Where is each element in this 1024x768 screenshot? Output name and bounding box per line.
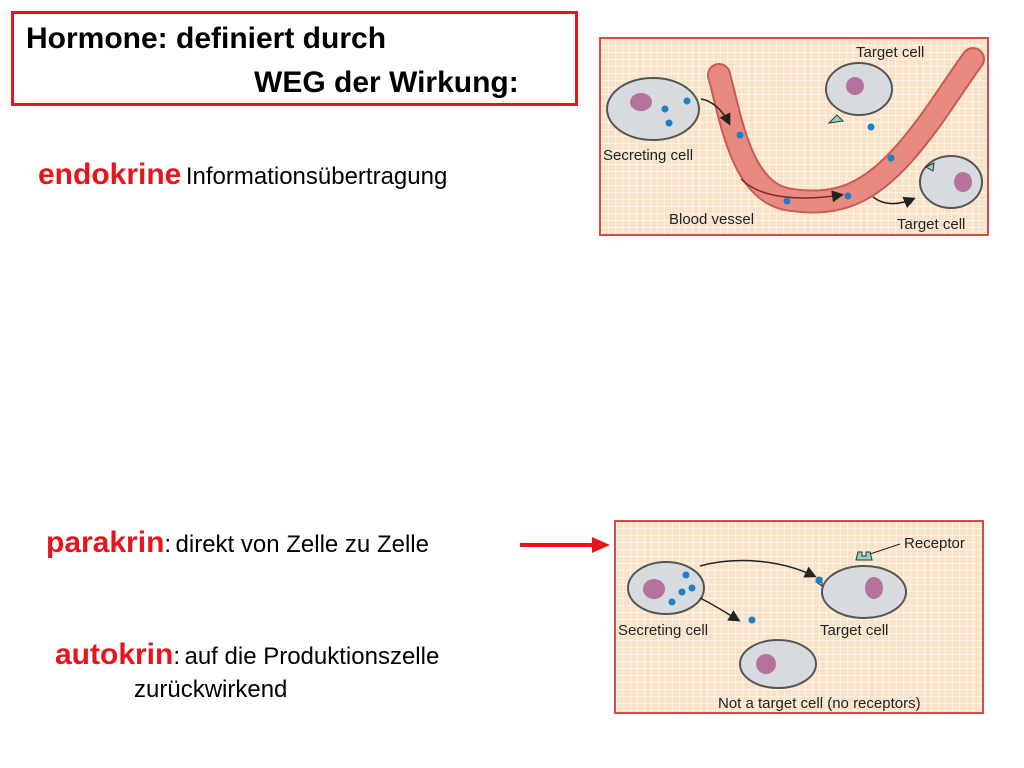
label-not-target-cell: Not a target cell (no receptors) — [718, 695, 921, 712]
label-target-cell: Target cell — [820, 622, 888, 639]
autocrine-keyword: autokrin — [55, 638, 174, 671]
autocrine-term: autokrin: auf die Produktionszelle — [55, 638, 439, 672]
autocrine-description-line2: zurückwirkend — [134, 676, 288, 703]
label-blood-vessel: Blood vessel — [669, 211, 754, 228]
autocrine-separator: : — [173, 643, 181, 670]
label-receptor: Receptor — [904, 535, 965, 552]
label-secreting-cell: Secreting cell — [603, 147, 693, 164]
paracrine-term: parakrin: direkt von Zelle zu Zelle — [46, 526, 429, 560]
secreting-cell-icon — [606, 77, 700, 141]
endocrine-description: Informationsübertragung — [185, 163, 448, 190]
label-secreting-cell: Secreting cell — [618, 622, 708, 639]
paracrine-separator: : — [164, 531, 172, 558]
label-target-cell-bottom: Target cell — [897, 216, 965, 233]
title-box: Hormone: definiert durch WEG der Wirkung… — [11, 11, 578, 106]
paracrine-keyword: parakrin — [46, 526, 165, 559]
endocrine-keyword: endokrine — [38, 158, 182, 191]
paracrine-description: direkt von Zelle zu Zelle — [175, 531, 429, 558]
target-cell-bottom-icon — [919, 155, 983, 209]
label-target-cell-top: Target cell — [856, 44, 924, 61]
endocrine-term: endokrine Informationsübertragung — [38, 158, 447, 192]
pointer-arrow-icon — [520, 537, 610, 553]
title-line-2: WEG der Wirkung: — [254, 66, 519, 99]
title-line-1: Hormone: definiert durch — [26, 22, 387, 55]
paracrine-figure: Receptor Secreting cell Target cell Not … — [614, 520, 984, 714]
autocrine-description-line1: auf die Produktionszelle — [184, 643, 440, 670]
endocrine-figure: Secreting cell Target cell Target cell B… — [599, 37, 989, 236]
non-target-cell-icon — [739, 639, 817, 689]
target-cell-icon — [821, 565, 907, 619]
